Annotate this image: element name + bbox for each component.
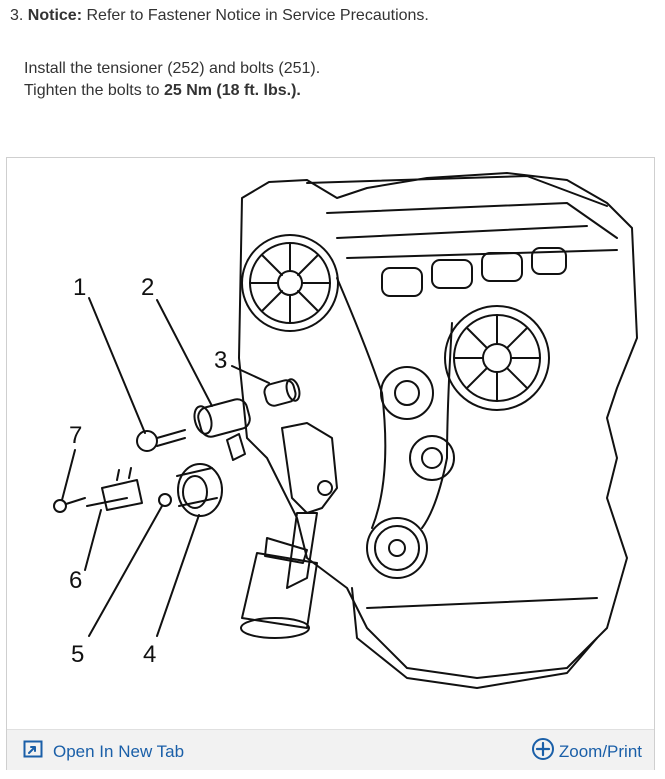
notice-text: Refer to Fastener Notice in Service Prec… (86, 7, 429, 24)
step-notice: 3. Notice: Refer to Fastener Notice in S… (10, 6, 429, 26)
part-spacer (263, 378, 301, 407)
part-bolt-7 (53, 497, 86, 513)
left-cam-sprocket (241, 234, 339, 332)
engine-illustration: 1 2 3 4 5 6 7 (53, 172, 638, 689)
step-number: 3. (10, 7, 24, 24)
open-tab-icon (23, 740, 43, 763)
callout-6: 6 (69, 567, 82, 594)
part-bracket (86, 467, 143, 511)
leader-3 (231, 365, 270, 384)
engine-block-outline (238, 172, 638, 679)
leader-5 (88, 505, 163, 637)
zoom-print-label: Zoom/Print (558, 741, 642, 761)
callout-2: 2 (141, 274, 154, 301)
figure-footer: Open In New Tab Zoom/Print (7, 729, 654, 770)
torque-spec: 25 Nm (18 ft. lbs.). (163, 82, 301, 99)
oil-pan (351, 587, 598, 689)
leader-7 (61, 449, 76, 501)
leader-2 (156, 299, 213, 407)
callout-7: 7 (69, 422, 82, 449)
tensioner-assembly (281, 422, 338, 589)
open-in-new-tab-link[interactable]: Open In New Tab (23, 740, 184, 763)
part-nut (158, 493, 172, 507)
instructions: Install the tensioner (252) and bolts (2… (24, 58, 320, 102)
engine-diagram: 1 2 3 4 5 6 7 (7, 158, 654, 728)
notice-label: Notice: (27, 7, 83, 24)
zoom-plus-icon (531, 737, 555, 766)
callout-1: 1 (73, 274, 86, 301)
part-bolt-1 (136, 429, 186, 452)
open-tab-label: Open In New Tab (53, 741, 185, 761)
leader-4 (156, 514, 200, 637)
callout-4: 4 (143, 641, 156, 668)
part-tensioner-body (193, 398, 251, 461)
instruction-line-2-prefix: Tighten the bolts to (24, 82, 160, 99)
leader-1 (88, 297, 146, 434)
oil-filter (240, 537, 318, 639)
callout-3: 3 (214, 347, 227, 374)
leader-6 (84, 509, 102, 571)
instruction-line-1: Install the tensioner (252) and bolts (2… (24, 60, 321, 77)
figure-frame: 1 2 3 4 5 6 7 Open In New Tab (6, 157, 655, 770)
part-pulley (176, 463, 223, 517)
right-cam-sprocket (444, 305, 550, 411)
crank-sprocket (366, 517, 428, 579)
callout-5: 5 (71, 641, 84, 668)
instruction-line-2: Tighten the bolts to 25 Nm (18 ft. lbs.)… (24, 80, 320, 102)
zoom-print-link[interactable]: Zoom/Print (531, 737, 642, 766)
